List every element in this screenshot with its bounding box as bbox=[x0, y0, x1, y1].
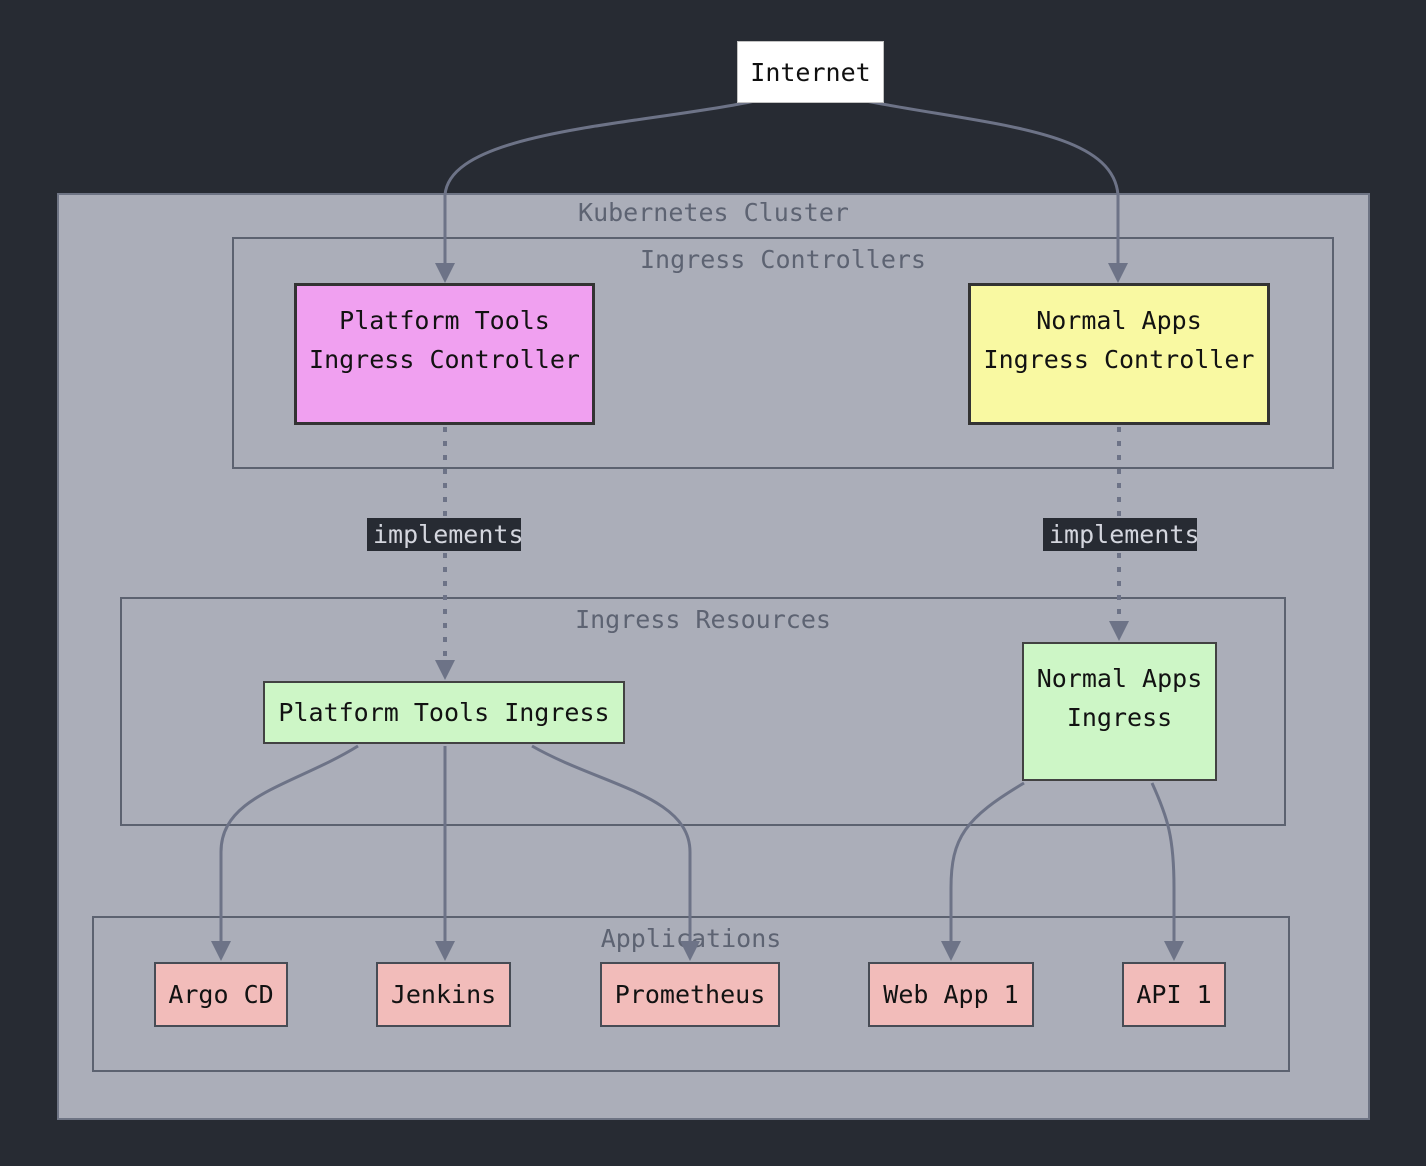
node-argo-cd: Argo CD bbox=[154, 962, 288, 1027]
edge-internet-to-platform-controller bbox=[435, 99, 756, 283]
edge-label-implements-right: implements bbox=[1043, 518, 1200, 551]
node-platform-tools-ingress: Platform Tools Ingress bbox=[263, 681, 625, 744]
node-api-1: API 1 bbox=[1122, 962, 1226, 1027]
node-normal-apps-ingress: Normal Apps Ingress bbox=[1022, 642, 1217, 781]
edge-internet-to-normal-controller bbox=[865, 99, 1128, 283]
node-normal-apps-ingress-controller: Normal Apps Ingress Controller bbox=[968, 283, 1270, 425]
subgraph-ingress-resources-label: Ingress Resources bbox=[575, 605, 831, 634]
subgraph-ingress-resources: Ingress Resources bbox=[120, 597, 1286, 826]
edge-normal-ingress-to-api1 bbox=[1150, 782, 1184, 961]
edge-platform-ingress-to-argocd bbox=[211, 744, 359, 961]
edge-label-implements-left: implements bbox=[367, 518, 524, 551]
edge-normal-ingress-to-webapp1 bbox=[941, 781, 1025, 961]
edge-platform-ingress-to-prometheus bbox=[531, 744, 700, 961]
subgraph-ingress-controllers: Ingress Controllers bbox=[232, 237, 1334, 469]
node-web-app-1: Web App 1 bbox=[868, 962, 1034, 1027]
node-jenkins: Jenkins bbox=[376, 962, 511, 1027]
subgraph-ingress-controllers-label: Ingress Controllers bbox=[640, 245, 926, 274]
kubernetes-cluster-label: Kubernetes Cluster bbox=[578, 198, 849, 227]
node-platform-tools-ingress-controller: Platform Tools Ingress Controller bbox=[294, 283, 595, 425]
node-internet: Internet bbox=[737, 41, 884, 103]
node-prometheus: Prometheus bbox=[600, 962, 780, 1027]
